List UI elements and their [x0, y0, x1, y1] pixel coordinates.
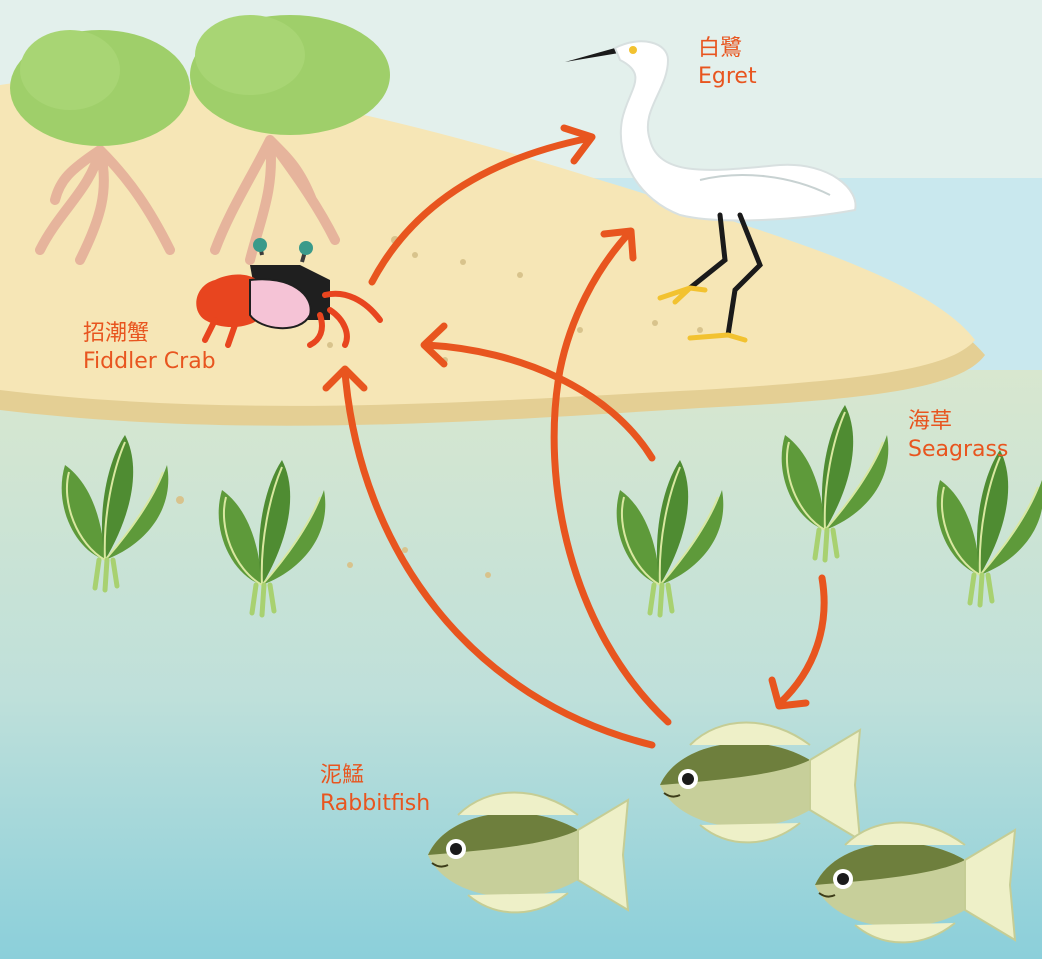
label-egret-zh: 白鷺 [698, 35, 757, 63]
label-rabbitfish: 泥鯭 Rabbitfish [320, 762, 430, 817]
label-seagrass: 海草 Seagrass [908, 408, 1008, 463]
label-rabbitfish-en: Rabbitfish [320, 790, 430, 818]
label-crab-zh: 招潮蟹 [83, 320, 216, 348]
label-fiddler-crab: 招潮蟹 Fiddler Crab [83, 320, 216, 375]
label-seagrass-en: Seagrass [908, 436, 1008, 464]
label-egret: 白鷺 Egret [698, 35, 757, 90]
label-crab-en: Fiddler Crab [83, 348, 216, 376]
label-egret-en: Egret [698, 63, 757, 91]
label-seagrass-zh: 海草 [908, 408, 1008, 436]
label-rabbitfish-zh: 泥鯭 [320, 762, 430, 790]
